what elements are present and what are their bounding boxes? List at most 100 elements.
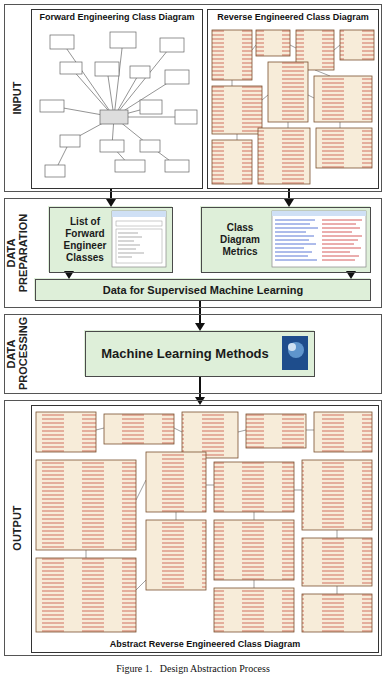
illustration-shape [275,236,314,237]
illustration-shape [272,211,366,216]
illustration-shape [115,160,145,172]
illustration-shape [36,412,372,632]
flow-arrow [195,301,205,331]
illustration-shape [246,414,306,448]
illustration-shape [212,86,262,134]
illustration-shape [238,430,246,432]
illustration-shape [36,460,136,550]
process-box: Data for Supervised Machine Learning [35,279,371,301]
illustration-shape [322,220,362,221]
illustration-shape [146,520,206,590]
panel-heading: Reverse Engineered Class Diagram [208,10,378,25]
illustration-shape [140,140,160,152]
illustration-shape [112,211,166,267]
illustration-shape [96,428,104,430]
panel-heading: Forward Engineering Class Diagram [32,10,202,25]
illustration-shape [314,76,372,122]
process-box: Machine Learning Methods [85,331,315,377]
illustration-shape [110,32,136,48]
illustration-shape [140,100,162,114]
illustration-shape [315,70,330,76]
stage-band: INPUT Forward Engineering Class Diagram Re… [4,4,382,192]
illustration-shape [275,240,309,241]
band-label-column: OUTPUT [5,401,29,655]
illustration-shape [214,520,294,580]
illustration-shape [237,134,238,140]
illustration-shape [36,412,96,452]
output-class-diagram [36,412,372,632]
illustration-shape [130,66,150,78]
illustration-shape [340,30,374,60]
illustration-shape [212,140,252,184]
illustration-shape [84,330,314,376]
illustration-shape [200,206,370,272]
illustration-shape [100,140,124,152]
illustration-shape [322,256,359,257]
process-box: Class Diagram Metrics [201,207,371,273]
diagram-panel: Forward Engineering Class Diagram [31,9,203,189]
illustration-shape [322,260,355,261]
illustration-shape [334,45,340,50]
reverse-class-diagram [212,30,374,184]
illustration-shape [275,244,316,245]
illustration-shape [340,122,341,128]
illustration-shape [160,38,184,52]
band-label-column: DATA PROCESSING [5,315,29,393]
illustration-shape [275,248,304,249]
forward-class-diagram [40,32,197,177]
illustration-shape [36,558,136,632]
illustration-shape [288,342,304,358]
stage-label: DATA PREPARATION [5,202,29,304]
illustration-shape [337,586,338,594]
illustration-shape [322,228,360,229]
diagram-panel: Abstract Reverse Engineered Class Diagra… [31,405,379,653]
illustration-shape [322,232,352,233]
illustration-shape [275,224,310,225]
illustration-shape [95,62,119,76]
illustration-shape [60,135,80,147]
illustration-shape [212,30,374,184]
figure-caption: Figure 1. Design Abstraction Process [0,663,386,674]
illustration-shape [314,412,372,452]
illustration-shape [252,45,256,50]
illustration-shape [136,580,146,590]
illustration-shape [118,253,144,254]
illustration-shape [322,236,362,237]
illustration-shape [182,412,238,458]
stage-label: INPUT [11,8,23,188]
illustration-shape [116,221,162,226]
illustration-shape [275,260,317,261]
illustration-shape [275,228,318,229]
stage-label: OUTPUT [11,404,23,652]
illustration-shape [302,460,372,530]
process-box: List of Forward Engineer Classes [49,207,173,273]
illustration-shape [114,45,172,117]
illustration-shape [316,128,372,168]
illustration-shape [254,580,255,588]
illustration-shape [275,256,308,257]
arrow-line [199,377,201,399]
stage-band: DATA PROCESSING Machine Learning Methods [4,314,382,394]
illustration-shape [118,241,134,242]
illustration-shape [118,233,138,234]
arrowhead [195,397,205,405]
illustration-shape [322,252,350,253]
illustration-shape [50,35,74,49]
illustration-shape [302,594,372,632]
illustration-shape [118,249,136,250]
illustration-shape [114,40,123,117]
illustration-shape [302,538,372,586]
illustration-shape [165,160,189,172]
brain-icon [282,336,308,370]
illustration-shape [48,206,172,272]
illustration-shape [45,165,65,177]
illustration-shape [40,100,64,112]
illustration-shape [175,110,197,124]
box-label: Machine Learning Methods [90,346,280,362]
illustration-shape [322,240,358,241]
illustration-shape [275,220,362,260]
box-fills [34,206,370,376]
